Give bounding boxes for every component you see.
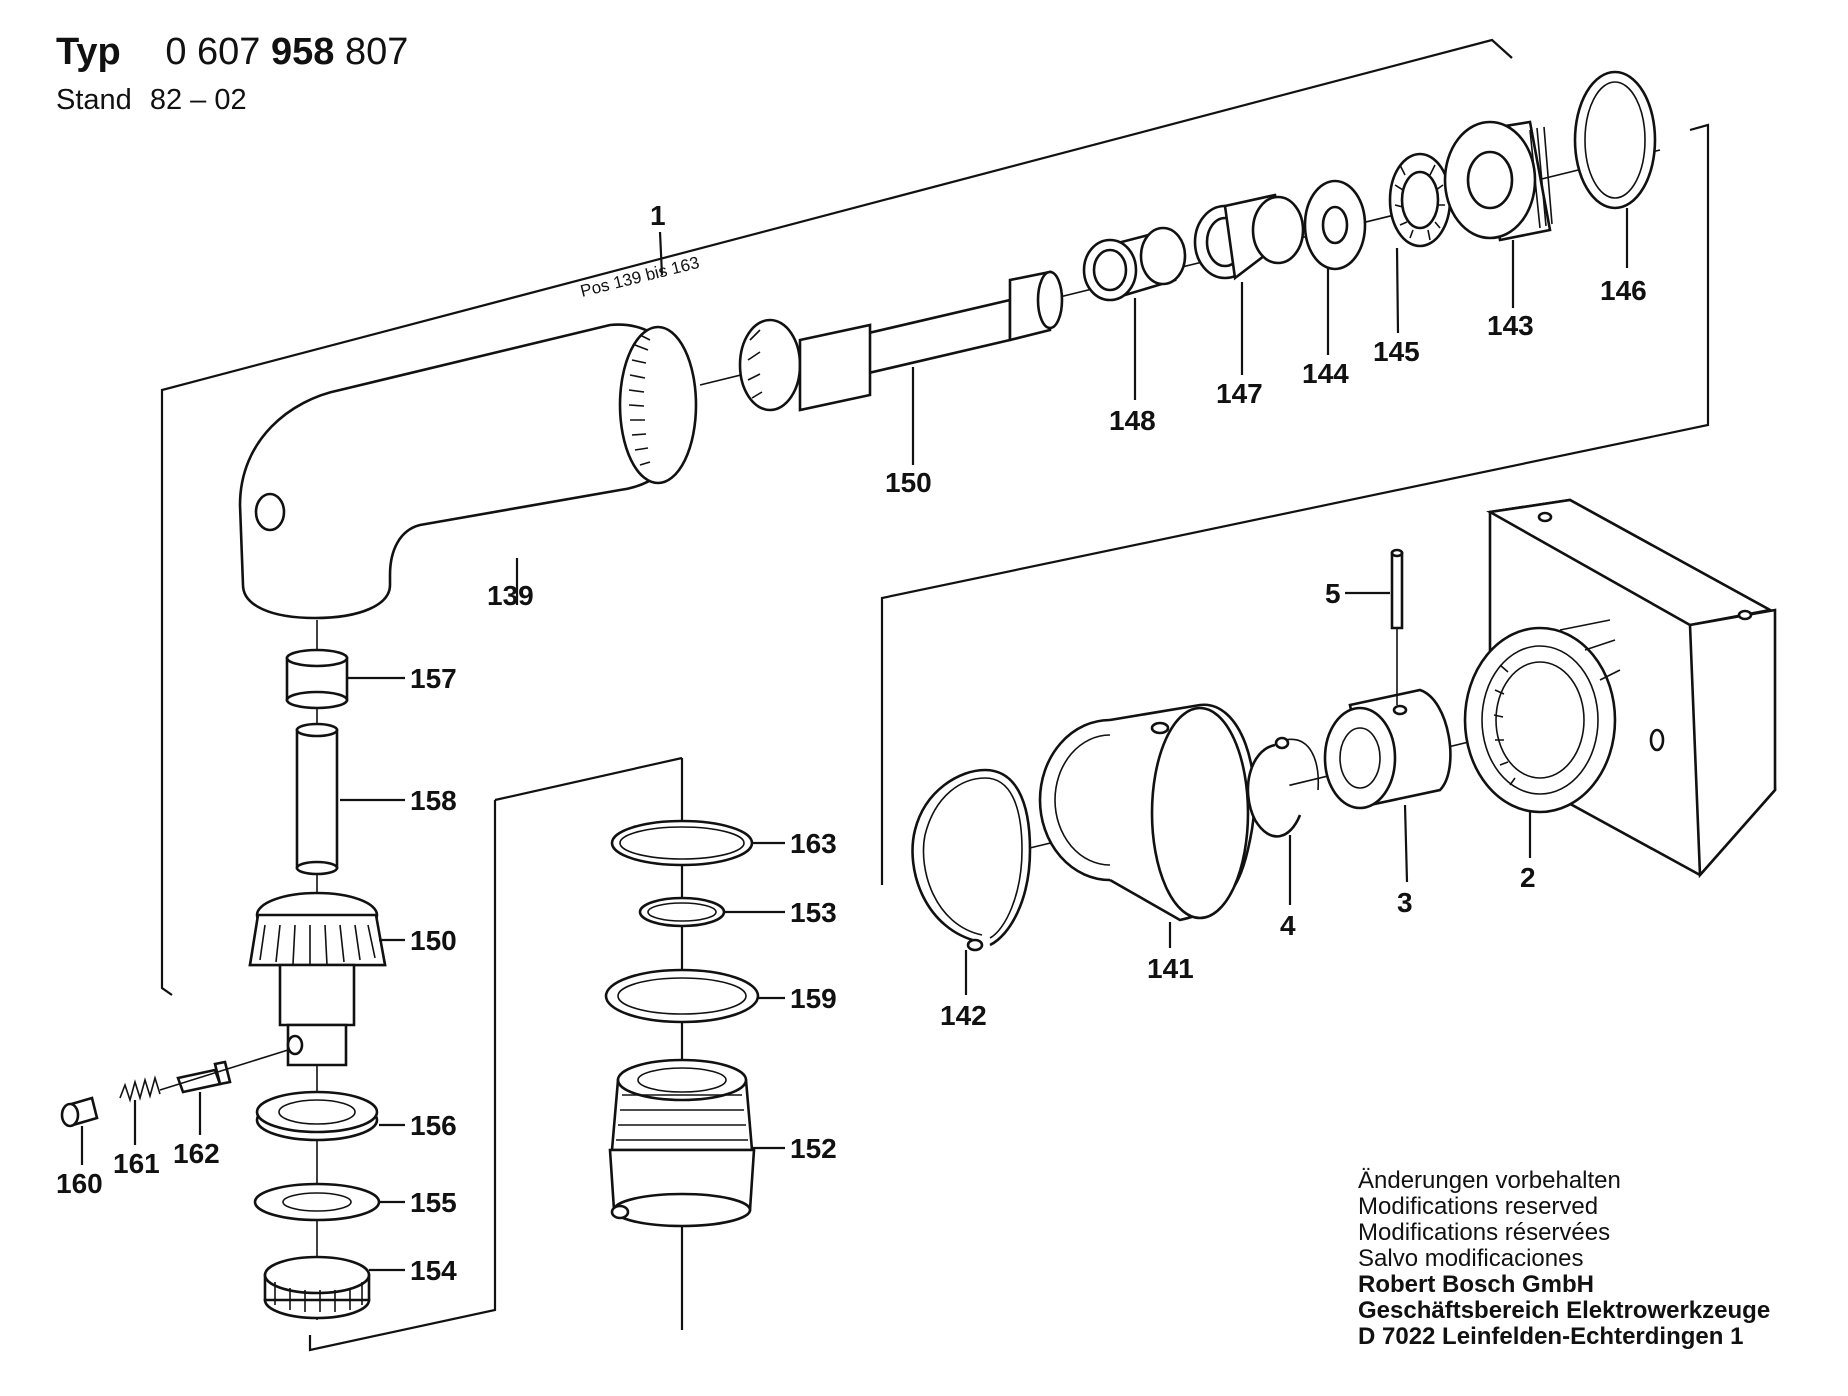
part-157-bush [285, 648, 349, 710]
label-146: 146 [1600, 275, 1647, 306]
footer-line-fr: Modifications réservées [1358, 1219, 1611, 1246]
label-148: 148 [1109, 405, 1156, 436]
label-160: 160 [56, 1168, 103, 1199]
part-158-tube [295, 722, 339, 876]
part-152-threaded-sleeve [608, 1058, 756, 1228]
label-5: 5 [1325, 578, 1341, 609]
footer-company: Robert Bosch GmbH [1358, 1271, 1595, 1298]
footer-line-de: Änderungen vorbehalten [1358, 1167, 1621, 1194]
label-161: 161 [113, 1148, 160, 1179]
subgroup-bracket-right [880, 123, 1710, 885]
assembly-bracket-top [160, 38, 1513, 996]
typ-label: Typ [56, 31, 121, 73]
label-145: 145 [1373, 336, 1420, 367]
part-139-housing [238, 323, 698, 620]
part-141-threaded-ring [1038, 703, 1256, 922]
label-153: 153 [790, 897, 837, 928]
label-150-lower: 150 [410, 925, 457, 956]
part-5-pin [1390, 548, 1404, 630]
header: Typ 0 607 958 807 Stand 82 – 02 [56, 30, 408, 118]
label-162: 162 [173, 1138, 220, 1169]
label-154: 154 [410, 1255, 457, 1286]
part-161-spring [119, 1075, 161, 1103]
label-143: 143 [1487, 310, 1534, 341]
part-159-ring [604, 968, 760, 1024]
part-154-roller-bearing [263, 1255, 371, 1320]
label-1: 1 [650, 200, 666, 231]
stand-value: 82 – 02 [149, 84, 247, 116]
footer-address: D 7022 Leinfelden-Echterdingen 1 [1358, 1323, 1744, 1350]
part-3-driver-sleeve [1323, 688, 1452, 810]
label-163: 163 [790, 828, 837, 859]
stand-line: Stand 82 – 02 [56, 82, 408, 118]
part-160-cap [60, 1096, 99, 1128]
label-142: 142 [940, 1000, 987, 1031]
label-144: 144 [1302, 358, 1349, 389]
part-4-circlip [1246, 736, 1320, 838]
part-148-needle-bearing [1082, 226, 1187, 302]
footer-notice: Änderungen vorbehalten Modifications res… [1358, 1168, 1770, 1350]
label-4: 4 [1280, 910, 1296, 941]
footer-line-en: Modifications reserved [1358, 1193, 1599, 1220]
part-162-pin [176, 1060, 232, 1094]
part-146-o-ring [1573, 70, 1657, 210]
label-155: 155 [410, 1187, 457, 1218]
label-3: 3 [1397, 887, 1413, 918]
part-156-ball-bearing [255, 1090, 379, 1142]
part-150-bevel-gear [248, 891, 387, 1067]
part-153-ring [638, 896, 726, 928]
type-number-part1: 0 607 [165, 31, 261, 73]
type-number-part2: 958 [270, 31, 335, 73]
axis-small-parts [159, 1049, 289, 1091]
label-157: 157 [410, 663, 457, 694]
type-number: Typ 0 607 958 807 [56, 30, 408, 74]
label-147: 147 [1216, 378, 1263, 409]
part-143-threaded-ring [1443, 120, 1553, 242]
label-1-sub: Pos 139 bis 163 [578, 253, 701, 301]
part-144-washer [1303, 179, 1367, 271]
part-163-o-ring [610, 819, 754, 867]
part-147-bearing [1193, 193, 1305, 281]
part-2-gear-housing [1463, 498, 1777, 879]
label-141: 141 [1147, 953, 1194, 984]
type-number-part3: 807 [344, 31, 409, 73]
footer-line-es: Salvo modificaciones [1358, 1245, 1584, 1272]
label-152: 152 [790, 1133, 837, 1164]
part-145-thrust-bearing [1388, 152, 1452, 248]
stand-label: Stand [56, 84, 132, 116]
label-159: 159 [790, 983, 837, 1014]
label-139: 139 [487, 580, 534, 611]
part-142-retaining-ring [911, 768, 1032, 952]
part-155-washer [253, 1182, 381, 1222]
footer-division: Geschäftsbereich Elektrowerkzeuge [1358, 1297, 1771, 1324]
label-150-top: 150 [885, 467, 932, 498]
leader-lines [80, 208, 1629, 1272]
label-156: 156 [410, 1110, 457, 1141]
label-2: 2 [1520, 862, 1536, 893]
label-158: 158 [410, 785, 457, 816]
part-150-shaft-top [738, 270, 1064, 412]
